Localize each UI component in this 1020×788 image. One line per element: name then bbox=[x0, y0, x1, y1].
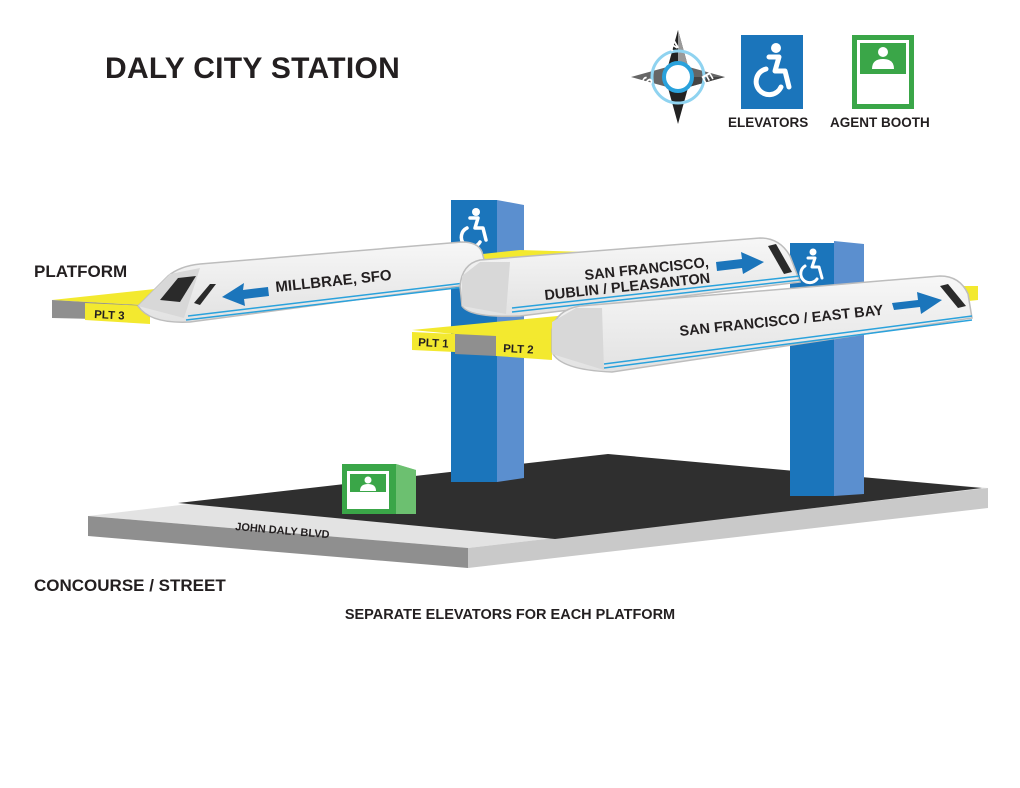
elevators-legend-label: ELEVATORS bbox=[728, 115, 809, 130]
agent-booth-icon bbox=[342, 464, 416, 514]
concourse-level-label: CONCOURSE / STREET bbox=[34, 576, 226, 595]
agent-booth-legend-icon bbox=[852, 35, 914, 109]
plt1-label: PLT 1 bbox=[418, 337, 450, 351]
plt3-label: PLT 3 bbox=[94, 309, 125, 323]
station-title: DALY CITY STATION bbox=[105, 52, 401, 85]
platform-level-label: PLATFORM bbox=[34, 262, 128, 281]
elevator-2-icon bbox=[799, 248, 824, 285]
train-millbrae-sfo: MILLBRAE, SFO bbox=[137, 241, 491, 323]
elevator-legend-icon bbox=[741, 35, 803, 109]
plt2-label: PLT 2 bbox=[503, 343, 534, 357]
concourse-slab bbox=[88, 454, 988, 568]
elevator-column-2 bbox=[790, 241, 864, 496]
compass-icon: N E S W bbox=[627, 26, 729, 128]
caption: SEPARATE ELEVATORS FOR EACH PLATFORM bbox=[344, 607, 676, 623]
train-sf-east-bay: SAN FRANCISCO / EAST BAY bbox=[551, 275, 973, 373]
agent-booth-legend-label: AGENT BOOTH bbox=[830, 115, 930, 130]
